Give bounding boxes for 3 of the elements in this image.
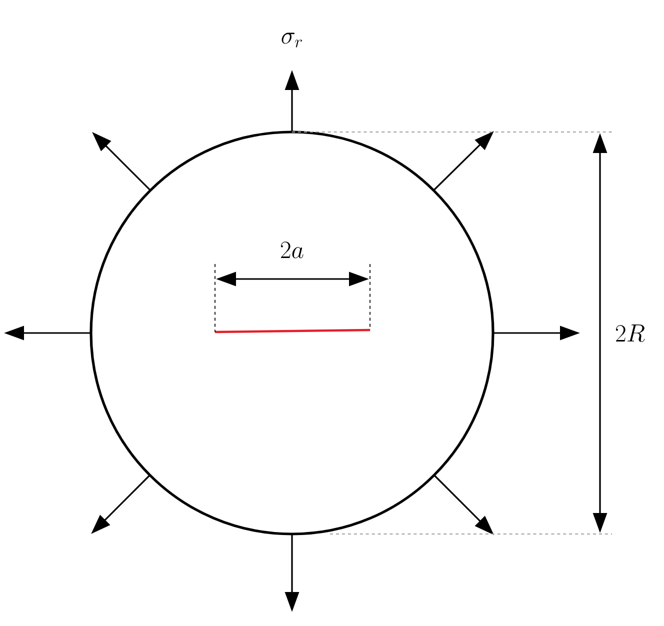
dimension-label: $2a$ xyxy=(280,242,304,258)
dimension-label: $2R$ xyxy=(616,324,645,342)
stress-label: $\sigma_r$ xyxy=(282,32,302,48)
